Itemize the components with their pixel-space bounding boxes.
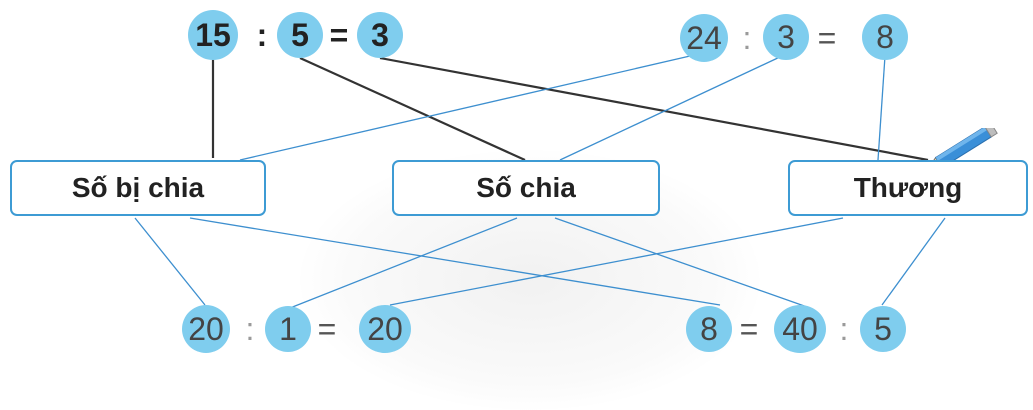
link-3-divisor <box>559 55 783 161</box>
eq2-quotient: 8 <box>862 14 908 60</box>
matching-diagram: 15 : 5 = 3 24 : 3 = 8 Số bị chia Số chia… <box>10 10 1028 410</box>
link-dividend-20 <box>134 217 206 306</box>
label-divisor-box: Số chia <box>392 160 660 216</box>
eq1-quotient: 3 <box>357 12 403 58</box>
eq2-colon: : <box>742 20 752 56</box>
eq4-quotient: 8 <box>686 306 732 352</box>
eq1-dividend: 15 <box>188 10 238 60</box>
link-3-quotient <box>379 56 929 162</box>
eq2-equals: = <box>817 20 837 56</box>
eq3-divisor: 1 <box>265 306 311 352</box>
link-dividend-40 <box>189 217 721 306</box>
link-quotient-20 <box>389 217 844 306</box>
eq4-equals: = <box>739 311 759 347</box>
link-divisor-1 <box>289 217 518 309</box>
eq3-equals: = <box>317 311 337 347</box>
eq2-divisor: 3 <box>763 14 809 60</box>
connection-lines <box>134 55 946 309</box>
label-quotient-box: Thương <box>788 160 1028 216</box>
link-8-quotient <box>877 55 886 161</box>
link-quotient-5 <box>881 217 946 306</box>
link-divisor-5 <box>554 217 811 309</box>
pencil-icon <box>925 128 998 171</box>
eq2-dividend: 24 <box>680 14 728 62</box>
eq1-equals: = <box>329 17 349 53</box>
eq3-colon: : <box>245 311 255 347</box>
eq1-divisor: 5 <box>277 12 323 58</box>
eq3-quotient: 20 <box>359 305 411 353</box>
eq4-colon: : <box>839 311 849 347</box>
eq4-divisor: 5 <box>860 306 906 352</box>
eq3-dividend: 20 <box>182 305 230 353</box>
link-24-dividend <box>239 55 691 161</box>
eq4-dividend: 40 <box>774 305 826 353</box>
label-dividend-box: Số bị chia <box>10 160 266 216</box>
eq1-colon: : <box>256 17 268 53</box>
link-5-divisor <box>299 56 526 162</box>
